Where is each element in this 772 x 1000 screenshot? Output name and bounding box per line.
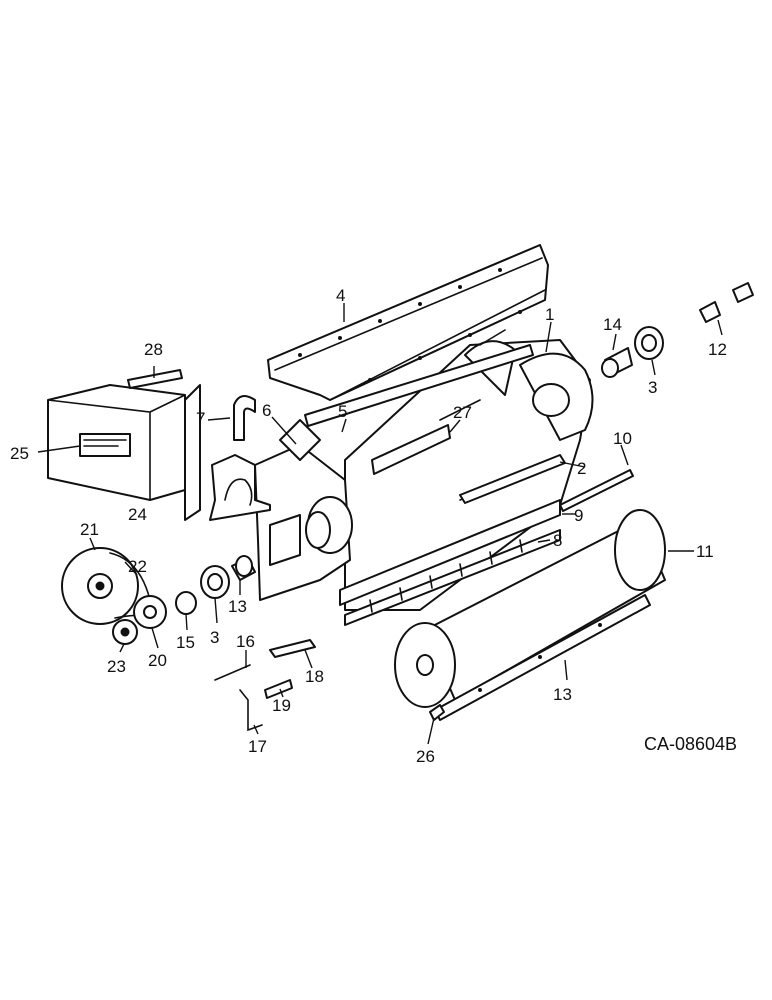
drawing-number: CA-08604B [644,734,737,754]
callout-14: 13 [228,597,247,616]
part-11-drum [394,509,666,708]
part-5-rod [304,344,534,427]
part-7-bent-pin [233,395,256,441]
callout-21: 20 [148,651,167,670]
part-19-lever [269,639,316,658]
callout-24: 23 [107,657,126,676]
callout-28: 27 [453,403,472,422]
part-17-pin [214,664,251,681]
callout-7: 7 [196,409,205,428]
callout-26: 25 [10,444,29,463]
callout-9: 9 [574,506,583,525]
callout-16: 15 [176,633,195,652]
callout-3-front: 3 [210,628,219,647]
part-15-coupling [601,347,633,378]
callout-2: 2 [577,459,586,478]
part-24-idler-sprocket [112,619,138,645]
part-8-part-9-slats [339,499,561,626]
callout-labels: 28 4 1 14 3 12 10 5 27 6 7 25 2 9 8 11 1… [10,286,727,766]
callout-13: 12 [708,340,727,359]
callout-3-rear: 3 [648,378,657,397]
callout-22: 21 [80,520,99,539]
part-10-shaft [559,469,634,512]
callout-15: 14 [603,315,622,334]
callout-12: 13 [553,685,572,704]
part-18-bent-rod [239,689,263,732]
part-21-small-sprocket [133,595,167,629]
part-4-top-cover [267,244,549,401]
part-20-clip [264,679,293,699]
part-25-panel [184,384,201,521]
part-3-bearing-front [200,565,230,599]
part-26-cover-box [47,384,186,501]
callout-4: 4 [336,286,345,305]
part-29-strap [127,369,183,389]
part-13-end-caps [699,282,754,323]
callout-20: 19 [272,696,291,715]
callout-25: 24 [128,505,147,524]
part-1-housing [344,329,594,611]
leader-lines [37,303,723,745]
callout-23: 22 [128,557,147,576]
part-22-large-sprocket [61,547,139,625]
callout-18: 17 [248,737,267,756]
callout-11: 11 [696,542,714,561]
callout-27: 26 [416,747,435,766]
callout-5: 5 [338,402,347,421]
callout-8: 8 [553,531,562,550]
part-3-bearing-rear [634,326,664,360]
callout-1: 1 [545,305,554,324]
callout-10: 10 [613,429,632,448]
callout-17: 16 [236,632,255,651]
callout-6: 6 [262,401,271,420]
callout-19: 18 [305,667,324,686]
front-mount-bracket [209,454,301,566]
part-27-piece [429,704,445,721]
part-28-plate [371,424,451,475]
part-14-fitting [231,555,256,581]
callout-29: 28 [144,340,163,359]
part-16-bushing [175,591,197,615]
